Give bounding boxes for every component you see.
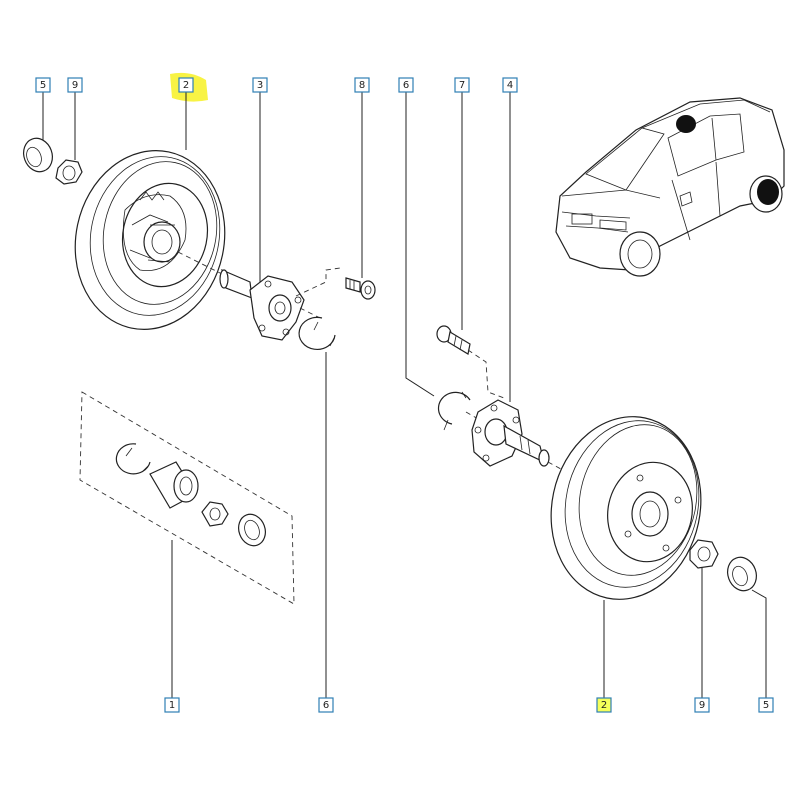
callout-9-top[interactable]: 9 <box>67 77 83 93</box>
car-illustration <box>555 97 785 277</box>
callout-5-bottom[interactable]: 5 <box>758 697 774 713</box>
right-assembly <box>436 325 757 600</box>
bolt-7 <box>436 325 471 355</box>
callout-label: 6 <box>323 700 329 711</box>
circlip-right <box>437 391 471 431</box>
callout-4[interactable]: 4 <box>502 77 518 93</box>
callout-label: 8 <box>359 80 365 91</box>
callout-6-bottom[interactable]: 6 <box>318 697 334 713</box>
callout-label: 9 <box>699 700 705 711</box>
callout-9-bottom[interactable]: 9 <box>694 697 710 713</box>
brake-drum-left <box>74 150 226 330</box>
circlip-left <box>298 316 336 350</box>
callout-6-top[interactable]: 6 <box>398 77 414 93</box>
leader-lines <box>42 92 767 698</box>
callout-label: 7 <box>459 80 465 91</box>
callout-label: 2 <box>183 80 189 91</box>
callout-label: 6 <box>403 80 409 91</box>
callout-5-top[interactable]: 5 <box>35 77 51 93</box>
stub-axle-right <box>471 399 550 467</box>
left-assembly <box>23 137 376 350</box>
seal-cap-right <box>727 556 757 592</box>
hub-nut-left <box>55 159 83 185</box>
callout-label: 4 <box>507 80 513 91</box>
callout-2-top[interactable]: 2 <box>178 77 194 93</box>
hub-nut-right <box>689 539 719 569</box>
callout-7[interactable]: 7 <box>454 77 470 93</box>
callout-label: 2 <box>601 700 607 711</box>
stub-axle-left <box>219 268 305 341</box>
dash-bolt7-to-flange <box>467 349 505 399</box>
bolt-8 <box>345 277 376 300</box>
brake-drum-right <box>550 416 702 600</box>
callout-label: 5 <box>763 700 769 711</box>
bearing-kit-box <box>79 391 295 605</box>
callout-label: 1 <box>169 700 175 711</box>
seal-cap-left <box>23 137 53 173</box>
axis-line-left <box>177 251 223 275</box>
callout-label: 3 <box>257 80 263 91</box>
dash-flange-to-ring <box>299 307 321 319</box>
callout-label: 9 <box>72 80 78 91</box>
callout-8[interactable]: 8 <box>354 77 370 93</box>
dash-flange-to-bolt <box>295 267 341 297</box>
callout-2-bottom[interactable]: 2 <box>596 697 612 713</box>
callout-3[interactable]: 3 <box>252 77 268 93</box>
callout-1[interactable]: 1 <box>164 697 180 713</box>
callout-label: 5 <box>40 80 46 91</box>
